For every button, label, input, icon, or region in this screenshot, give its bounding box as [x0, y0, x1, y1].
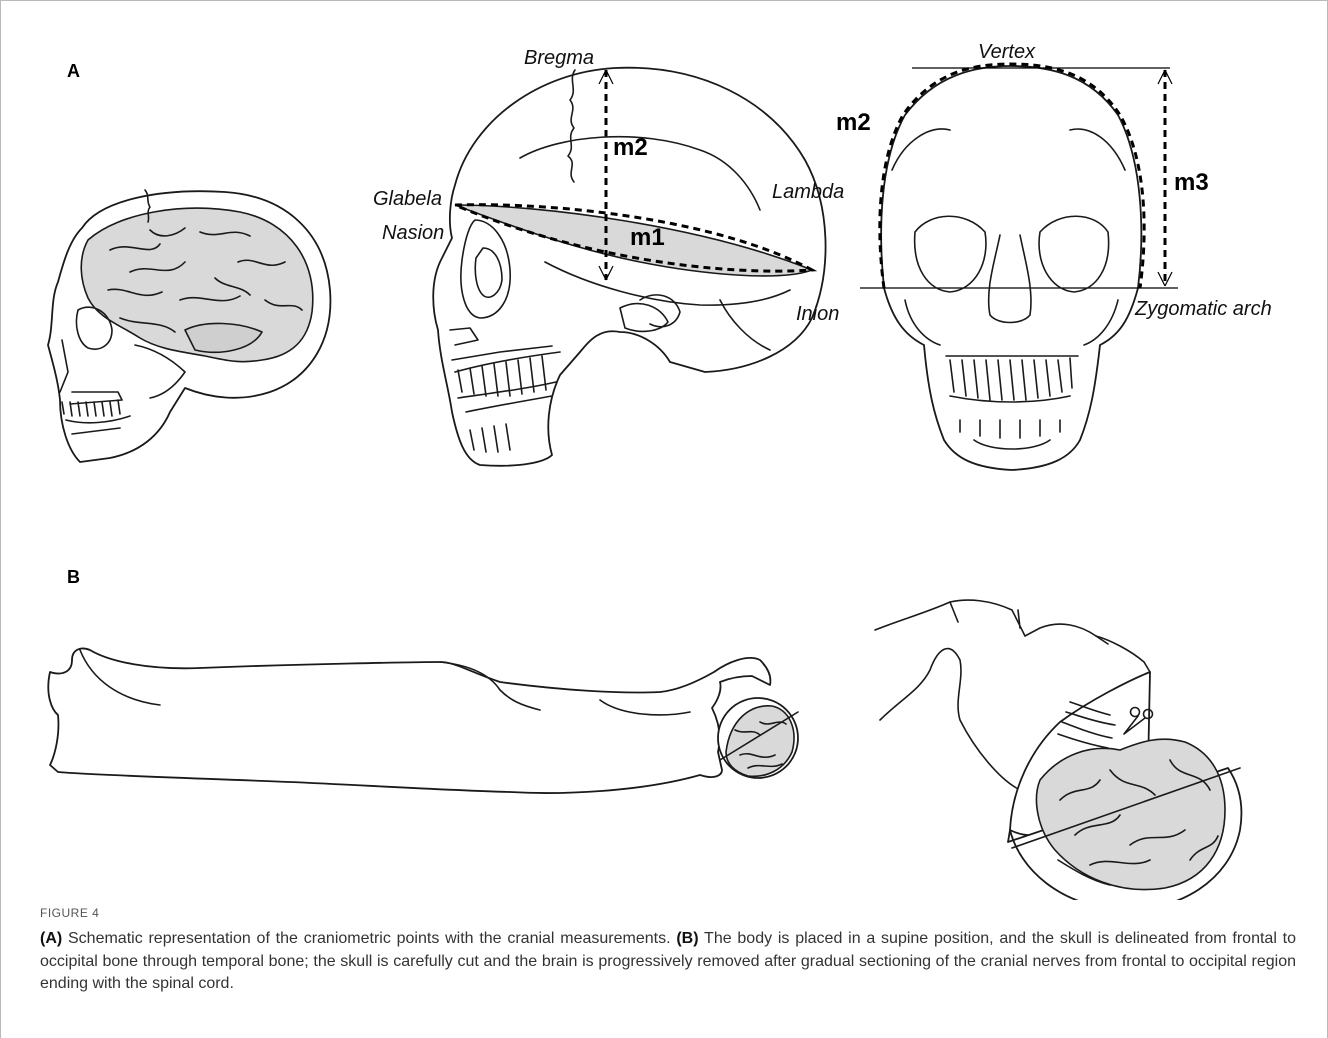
measure-m1-lateral: m1 [630, 224, 665, 251]
figure-number: FIGURE 4 [40, 906, 1296, 920]
label-zygomatic-arch: Zygomatic arch [1134, 298, 1272, 320]
caption-part-a-text: Schematic representation of the craniome… [62, 930, 676, 947]
skull-with-brain-drawing [48, 190, 330, 462]
caption-part-b-label: (B) [676, 930, 698, 947]
frontal-skull-drawing [860, 64, 1178, 470]
label-nasion: Nasion [382, 222, 444, 244]
label-vertex: Vertex [978, 41, 1036, 63]
caption-part-a-label: (A) [40, 930, 62, 947]
figure-caption: FIGURE 4 (A) Schematic representation of… [40, 906, 1296, 996]
supine-body-drawing [48, 648, 798, 793]
figure-illustration: Bregma Glabela Nasion Lambda Inion m2 m1… [0, 0, 1328, 900]
caption-text: (A) Schematic representation of the cran… [40, 928, 1296, 996]
label-glabela: Glabela [373, 188, 442, 210]
label-bregma: Bregma [524, 47, 594, 69]
measure-m3-frontal: m3 [1174, 169, 1209, 196]
measure-m2-lateral: m2 [613, 134, 648, 161]
head-dissection-drawing [875, 600, 1241, 900]
label-lambda: Lambda [772, 181, 844, 203]
lateral-skull-drawing [433, 68, 825, 466]
measure-m2-frontal: m2 [836, 109, 871, 136]
label-inion: Inion [796, 303, 839, 325]
